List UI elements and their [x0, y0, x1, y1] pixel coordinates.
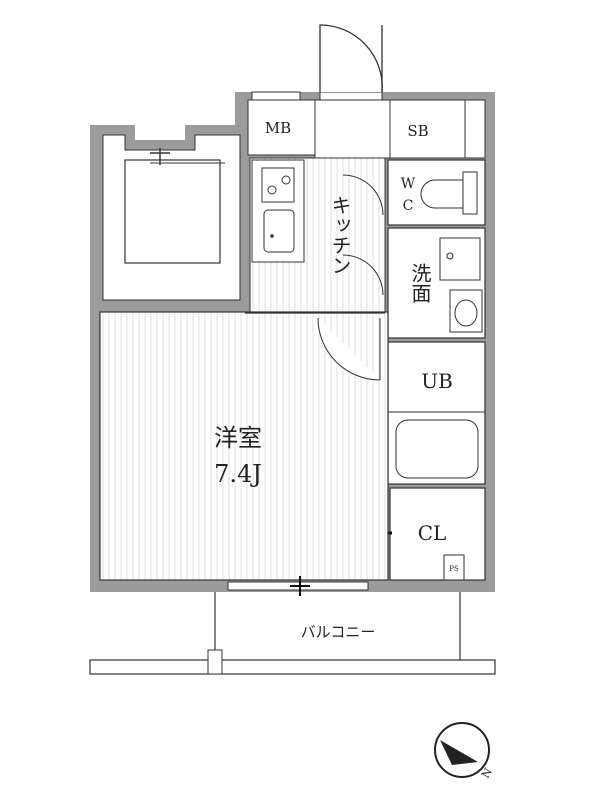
- upper-left-void: [102, 134, 241, 301]
- balcony-window: [227, 576, 369, 596]
- balcony: [89, 592, 496, 675]
- unit-bath: [387, 341, 486, 485]
- sb-label: SB: [407, 122, 428, 140]
- kitchen-label: キッチン: [328, 195, 352, 275]
- washroom: [387, 227, 486, 339]
- western-room-size: 7.4J: [214, 460, 262, 488]
- compass: [434, 722, 490, 778]
- wc-label-c: C: [403, 198, 414, 214]
- washroom-label: 洗面: [408, 263, 432, 303]
- entrance-door: [319, 24, 383, 93]
- wc-label-w: W: [401, 176, 416, 192]
- balcony-label: バルコニー: [301, 623, 376, 641]
- labels: MB SB W C キッチン 洗面 UB CL PS 洋室 7.4J バルコニー…: [214, 119, 495, 781]
- wc-room: [387, 159, 486, 226]
- closet: [370, 487, 486, 581]
- mb-label: MB: [265, 119, 291, 137]
- western-room-label: 洋室: [214, 424, 262, 452]
- western-room: [99, 311, 389, 581]
- entrance-strip: [247, 91, 486, 159]
- closet-label: CL: [418, 521, 447, 545]
- kitchen-area: [249, 157, 386, 314]
- ps-label: PS: [449, 565, 459, 573]
- unit-bath-label: UB: [421, 369, 453, 393]
